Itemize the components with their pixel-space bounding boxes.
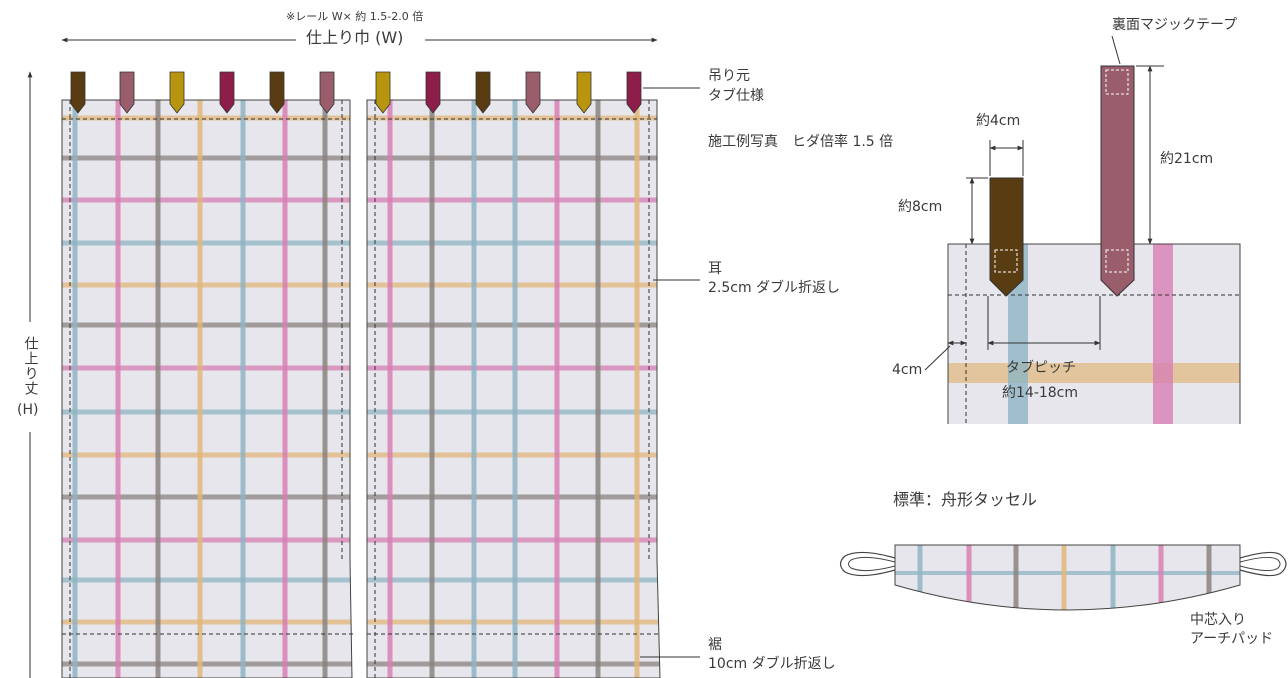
tassel-loop-right (1239, 551, 1287, 577)
left-panel-h-stripe-4 (62, 282, 352, 288)
right-panel-v-stripe-4 (554, 100, 560, 678)
tab-pitch-value: 約14-18cm (1002, 385, 1079, 401)
left-panel-h-stripe-10 (62, 537, 352, 543)
right-tab-5 (626, 71, 642, 114)
tassel-note-line1: 中芯入り (1190, 612, 1246, 628)
left-tab-3 (219, 71, 235, 114)
left-panel-h-stripe-6 (62, 365, 352, 371)
left-panel-h-stripe-1 (62, 155, 352, 161)
right-tab-1 (425, 71, 441, 114)
tassel-v-stripe-6 (1206, 545, 1212, 610)
right-panel-v-stripe-6 (634, 100, 640, 678)
left-panel-h-stripe-3 (62, 240, 352, 246)
left-panel-v-stripe-2 (155, 100, 161, 678)
left-panel-h-stripe-5 (62, 322, 352, 328)
tassel-v-stripe-4 (1110, 545, 1116, 610)
height-label: 仕上り丈 (22, 336, 39, 396)
left-panel-h-stripe-9 (62, 494, 352, 500)
left-tab-5 (319, 71, 335, 114)
left-panel-h-stripe-7 (62, 409, 352, 415)
tassel-v-stripe-5 (1158, 545, 1164, 610)
tassel-fabric (895, 545, 1240, 610)
tab-pitch-label: タブピッチ (1006, 360, 1076, 376)
left-panel-h-stripe-12 (62, 619, 352, 625)
tassel-h-stripe (895, 571, 1240, 575)
width-label: 仕上り巾 (W) (306, 28, 404, 47)
right-tab-4 (576, 71, 592, 114)
left-panel-v-stripe-0 (72, 100, 78, 678)
left-panel-v-stripe-6 (322, 100, 328, 678)
right-panel-v-stripe-3 (512, 100, 518, 678)
hem-callout-sub: 10cm ダブル折返し (708, 656, 836, 672)
left-panel-v-stripe-5 (282, 100, 288, 678)
ear-callout-title: 耳 (708, 261, 722, 277)
left-tab-0 (70, 71, 86, 114)
edge-margin-label: 4cm (892, 362, 923, 378)
left-tab-4 (269, 71, 285, 114)
left-tab-2 (169, 71, 185, 114)
left-panel-fabric (62, 100, 352, 678)
tassel-loop-left-inner (848, 556, 896, 572)
tassel-note-line2: アーチパッド (1190, 631, 1274, 647)
tassel-v-stripe-2 (1013, 545, 1019, 610)
detail-velcro-long-bottom (1105, 249, 1129, 273)
left-panel-v-stripe-4 (240, 100, 246, 678)
right-panel-outline (366, 99, 661, 678)
hem-callout-title: 裾 (708, 637, 722, 653)
left-tab-1 (119, 71, 135, 114)
left-panel-h-stripe-8 (62, 452, 352, 458)
right-tab-2 (475, 71, 491, 114)
tab-width-label: 約4cm (976, 113, 1021, 129)
detail-velcro-short (994, 249, 1018, 273)
left-panel-h-stripe-0 (62, 115, 352, 121)
left-panel-h-stripe-2 (62, 197, 352, 203)
tassel-outline (894, 544, 1241, 611)
height-sub: (H) (17, 402, 39, 418)
tab-long-length-label: 約21cm (1160, 151, 1214, 167)
detail-tab-long (1100, 65, 1135, 297)
right-panel-v-stripe-1 (429, 100, 435, 678)
tab-detail (924, 35, 1241, 424)
left-panel-h-stripe-11 (62, 577, 352, 583)
right-tab-3 (525, 71, 541, 114)
tassel-v-stripe-0 (917, 545, 923, 610)
detail-h-stripe (948, 363, 1240, 383)
left-panel-outline (61, 99, 353, 678)
tassel-title: 標準：舟形タッセル (893, 490, 1038, 509)
left-panel-base (62, 100, 352, 678)
velcro-label: 裏面マジックテープ (1112, 17, 1238, 33)
tab-callout-title: 吊り元 (708, 68, 750, 84)
ear-callout-sub: 2.5cm ダブル折返し (708, 280, 841, 296)
right-panel-v-stripe-0 (387, 100, 393, 678)
tassel-base (895, 545, 1240, 610)
right-panel-v-stripe-2 (471, 100, 477, 678)
tassel-v-stripe-3 (1061, 545, 1067, 610)
right-panel-v-stripe-5 (595, 100, 601, 678)
velcro-leader (1111, 35, 1121, 65)
tassel-loop-right-inner (1239, 556, 1281, 572)
tab-short-length-label: 約8cm (898, 199, 943, 215)
left-panel-v-stripe-3 (197, 100, 203, 678)
photo-note: 施工例写真 ヒダ倍率 1.5 倍 (708, 134, 894, 150)
left-panel-v-stripe-1 (115, 100, 121, 678)
detail-outline (947, 243, 1241, 424)
tab-callout-sub: タブ仕様 (708, 88, 764, 104)
tassel-loop-left (839, 551, 896, 577)
right-panel-fabric (367, 100, 660, 678)
left-panel-h-stripe-13 (62, 661, 352, 667)
detail-tab-short (989, 177, 1024, 297)
width-note: ※レール W× 約 1.5-2.0 倍 (286, 10, 424, 23)
detail-v-stripe-pink (1153, 244, 1173, 424)
tassel (839, 544, 1287, 611)
detail-velcro-long-top (1105, 69, 1129, 95)
edge-margin-leader (924, 345, 951, 371)
tassel-v-stripe-1 (966, 545, 972, 610)
right-tab-0 (375, 71, 391, 114)
